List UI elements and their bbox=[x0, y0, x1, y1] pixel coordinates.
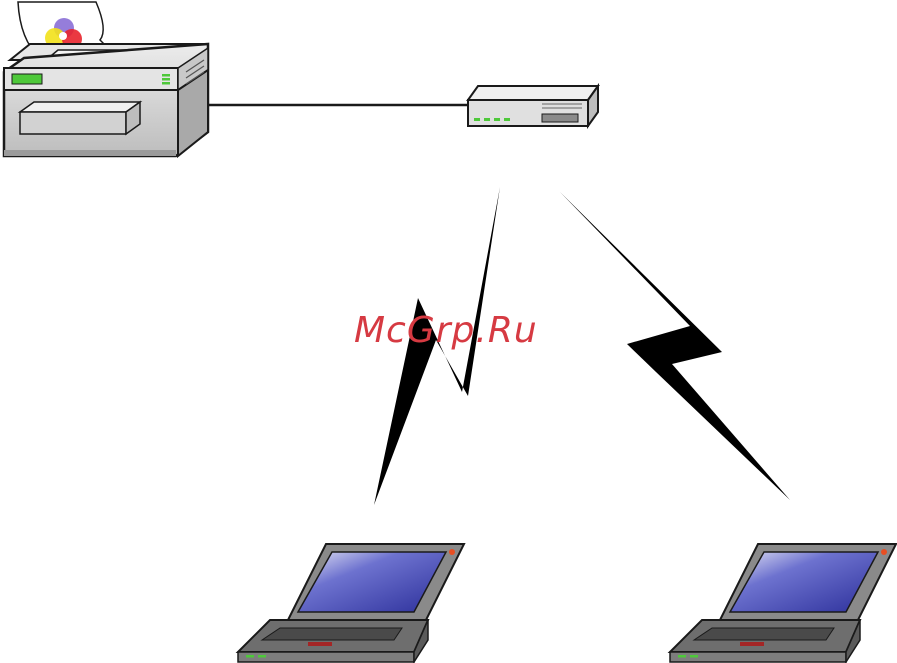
router-icon bbox=[468, 86, 598, 126]
wireless-link-right bbox=[560, 192, 790, 500]
laptop-left bbox=[238, 544, 464, 662]
laptop-icon bbox=[238, 544, 464, 662]
printer-icon bbox=[4, 2, 208, 156]
laptop-icon bbox=[670, 544, 896, 662]
laptop-right bbox=[670, 544, 896, 662]
watermark-text: McGrp.Ru bbox=[354, 310, 538, 351]
